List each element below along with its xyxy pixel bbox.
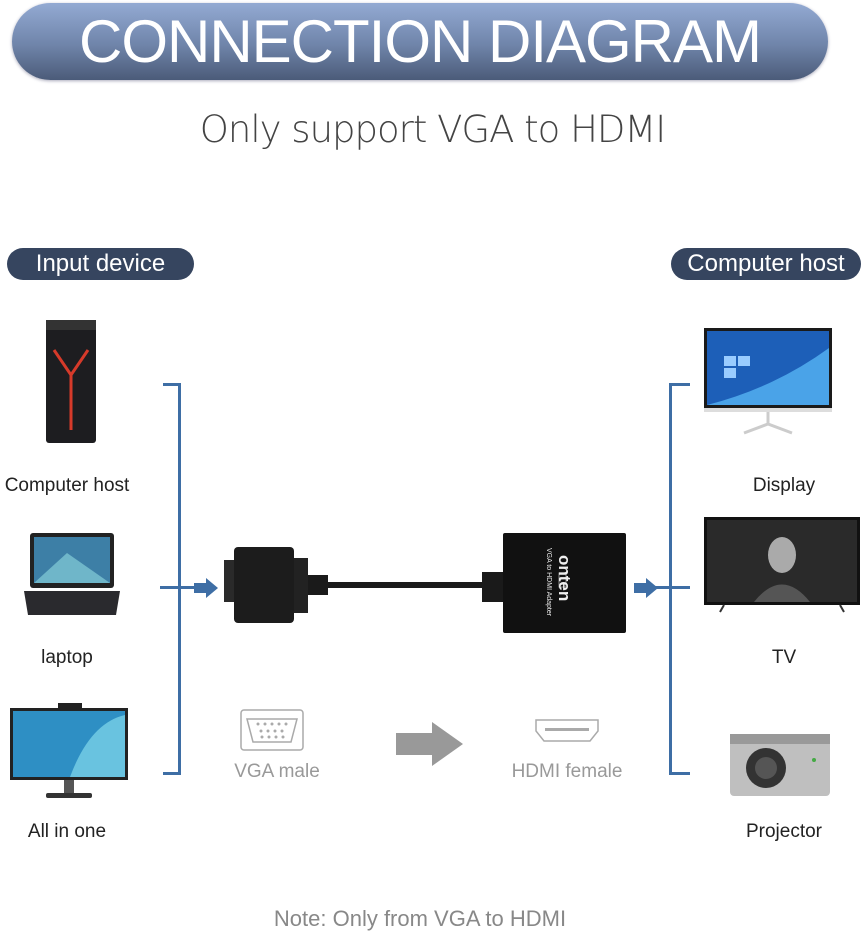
output-bracket (669, 383, 672, 775)
bracket-tick (163, 772, 180, 775)
diagram-title: CONNECTION DIAGRAM (12, 3, 828, 80)
device-label-projector: Projector (745, 821, 823, 842)
hdmi-female-label: HDMI female (511, 761, 623, 782)
vga-port-icon (240, 709, 304, 751)
adapter-model: VGA to HDMI Adapter (545, 548, 552, 617)
all-in-one-icon (10, 703, 128, 798)
bracket-line (160, 586, 195, 589)
conversion-arrow-icon (396, 722, 463, 766)
device-label-all-in-one: All in one (27, 821, 107, 842)
laptop-icon (24, 533, 120, 615)
device-label-computer-host: Computer host (4, 475, 130, 496)
projector-icon (730, 734, 830, 796)
adapter-brand: onten (555, 555, 574, 602)
vga-to-hdmi-adapter (224, 533, 626, 633)
bracket-line (655, 586, 690, 589)
subtitle: Only support VGA to HDMI (199, 108, 666, 151)
device-label-tv: TV (771, 647, 797, 668)
bracket-tick (163, 383, 180, 386)
arrow-right-icon (634, 578, 658, 598)
device-label-display: Display (752, 475, 816, 496)
device-label-laptop: laptop (41, 647, 93, 668)
output-device-label: Computer host (671, 248, 861, 280)
footer-note: Note: Only from VGA to HDMI (273, 906, 567, 931)
hdmi-port-icon (535, 719, 599, 742)
tv-icon (704, 517, 860, 613)
input-device-label: Input device (7, 248, 194, 280)
vga-male-label: VGA male (234, 761, 320, 782)
arrow-right-icon (194, 578, 218, 598)
monitor-icon (704, 328, 832, 435)
pc-tower-icon (46, 320, 96, 443)
input-bracket (178, 383, 181, 775)
bracket-tick (669, 772, 690, 775)
bracket-tick (669, 383, 690, 386)
